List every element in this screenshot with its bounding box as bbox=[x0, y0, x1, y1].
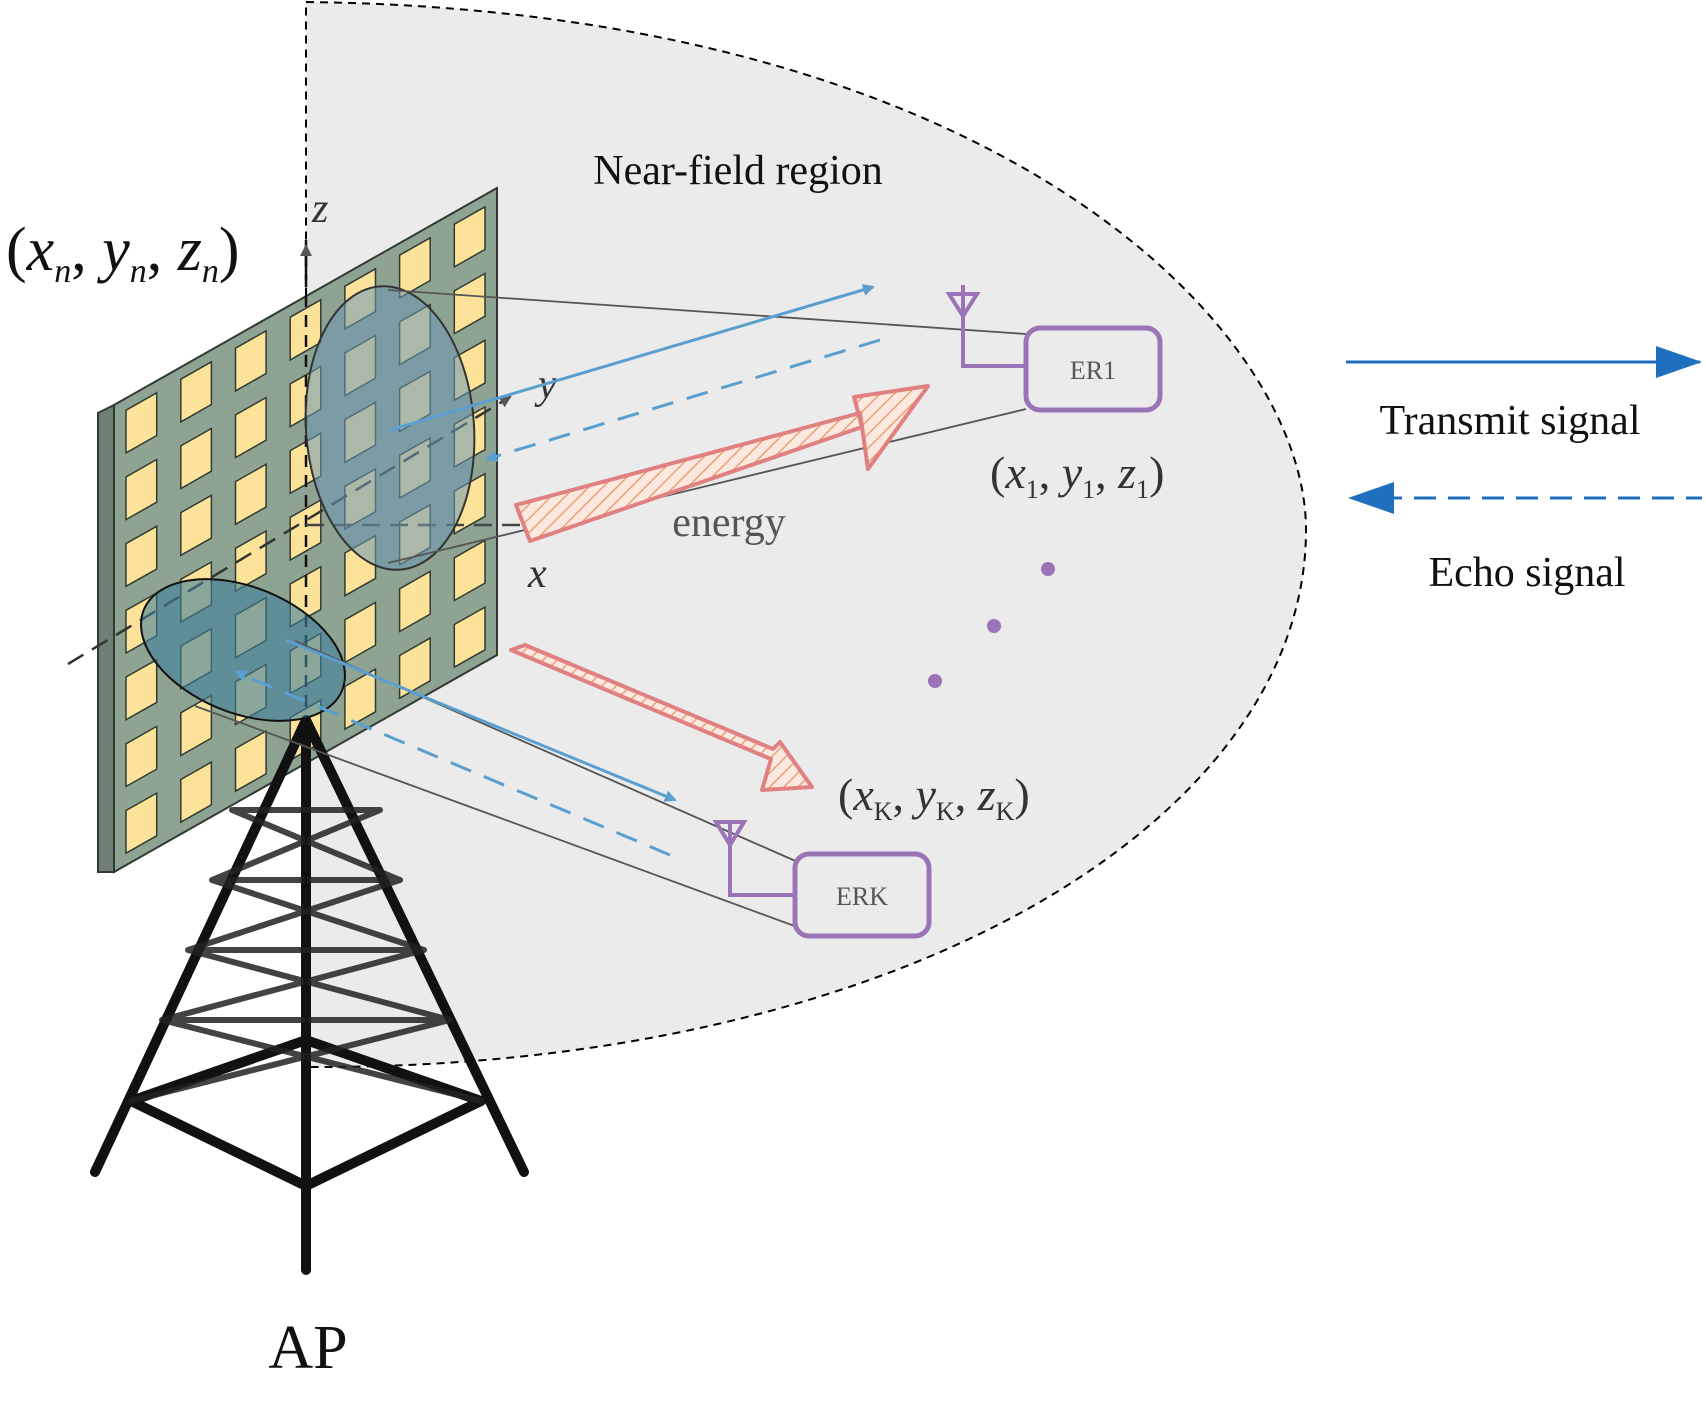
ellipsis-dot bbox=[987, 619, 1001, 633]
antenna-element bbox=[180, 694, 213, 757]
beam-footprint-erk bbox=[140, 578, 346, 722]
receiver-box-er1 bbox=[1023, 325, 1163, 413]
antenna-element bbox=[398, 236, 431, 300]
antenna-element bbox=[234, 396, 267, 459]
antenna-element bbox=[125, 391, 158, 455]
antenna-element bbox=[234, 729, 267, 793]
legend-echo-label: Echo signal bbox=[1428, 550, 1625, 596]
beam-footprint-er1 bbox=[304, 285, 476, 571]
antenna-element bbox=[125, 658, 158, 721]
antenna-element bbox=[234, 529, 267, 593]
antenna-element bbox=[344, 667, 377, 731]
energy-arrow-er1 bbox=[514, 384, 930, 543]
antenna-element bbox=[180, 494, 213, 557]
legend: Transmit signal Echo signal bbox=[1346, 346, 1702, 596]
antenna-element bbox=[398, 570, 431, 633]
near-field-label: Near-field region bbox=[593, 148, 883, 194]
tower bbox=[90, 715, 529, 1275]
receiver-coord-er1: (x1, y1, z1) bbox=[990, 447, 1164, 504]
ellipsis-dot bbox=[928, 674, 942, 688]
antenna-element bbox=[453, 539, 486, 602]
axis-x-label: x bbox=[527, 551, 547, 597]
antenna-element bbox=[453, 272, 486, 335]
receiver-box-erk bbox=[792, 851, 932, 939]
antenna-element bbox=[125, 791, 158, 855]
antenna-element bbox=[180, 427, 213, 490]
receiver-er1: ER1 bbox=[945, 285, 1163, 413]
array-element-coord: (xn, yn, zn) bbox=[6, 216, 240, 290]
antenna-element bbox=[125, 525, 158, 588]
transmit-signal-erk bbox=[285, 638, 677, 802]
legend-transmit-label: Transmit signal bbox=[1380, 398, 1641, 444]
antenna-element bbox=[180, 760, 213, 824]
antenna-element bbox=[344, 601, 377, 664]
ellipsis-dot bbox=[1041, 562, 1055, 576]
transmit-signal-er1 bbox=[389, 284, 875, 432]
antenna-element bbox=[234, 329, 267, 393]
antenna-element bbox=[398, 636, 431, 700]
energy-arrow-erk bbox=[509, 643, 814, 792]
legend-echo-arrowhead bbox=[1348, 482, 1394, 514]
antenna-element bbox=[453, 205, 486, 269]
near-field-region bbox=[305, 0, 1308, 1069]
energy-label: energy bbox=[672, 500, 786, 546]
array-panel-edge bbox=[97, 403, 115, 873]
echo-signal-erk bbox=[234, 670, 671, 857]
antenna-element bbox=[453, 605, 486, 669]
antenna-element bbox=[125, 458, 158, 521]
receiver-label-erk: ERK bbox=[836, 882, 888, 911]
antenna-element bbox=[180, 360, 213, 424]
tower-label: AP bbox=[268, 1314, 347, 1382]
echo-signal-er1 bbox=[485, 338, 881, 462]
antenna-element bbox=[234, 463, 267, 526]
receiver-erk: ERK bbox=[712, 820, 932, 939]
antenna-element bbox=[125, 725, 158, 788]
axis-z-label: z bbox=[311, 186, 328, 232]
receiver-label-er1: ER1 bbox=[1070, 356, 1116, 385]
legend-transmit-arrowhead bbox=[1656, 346, 1702, 378]
